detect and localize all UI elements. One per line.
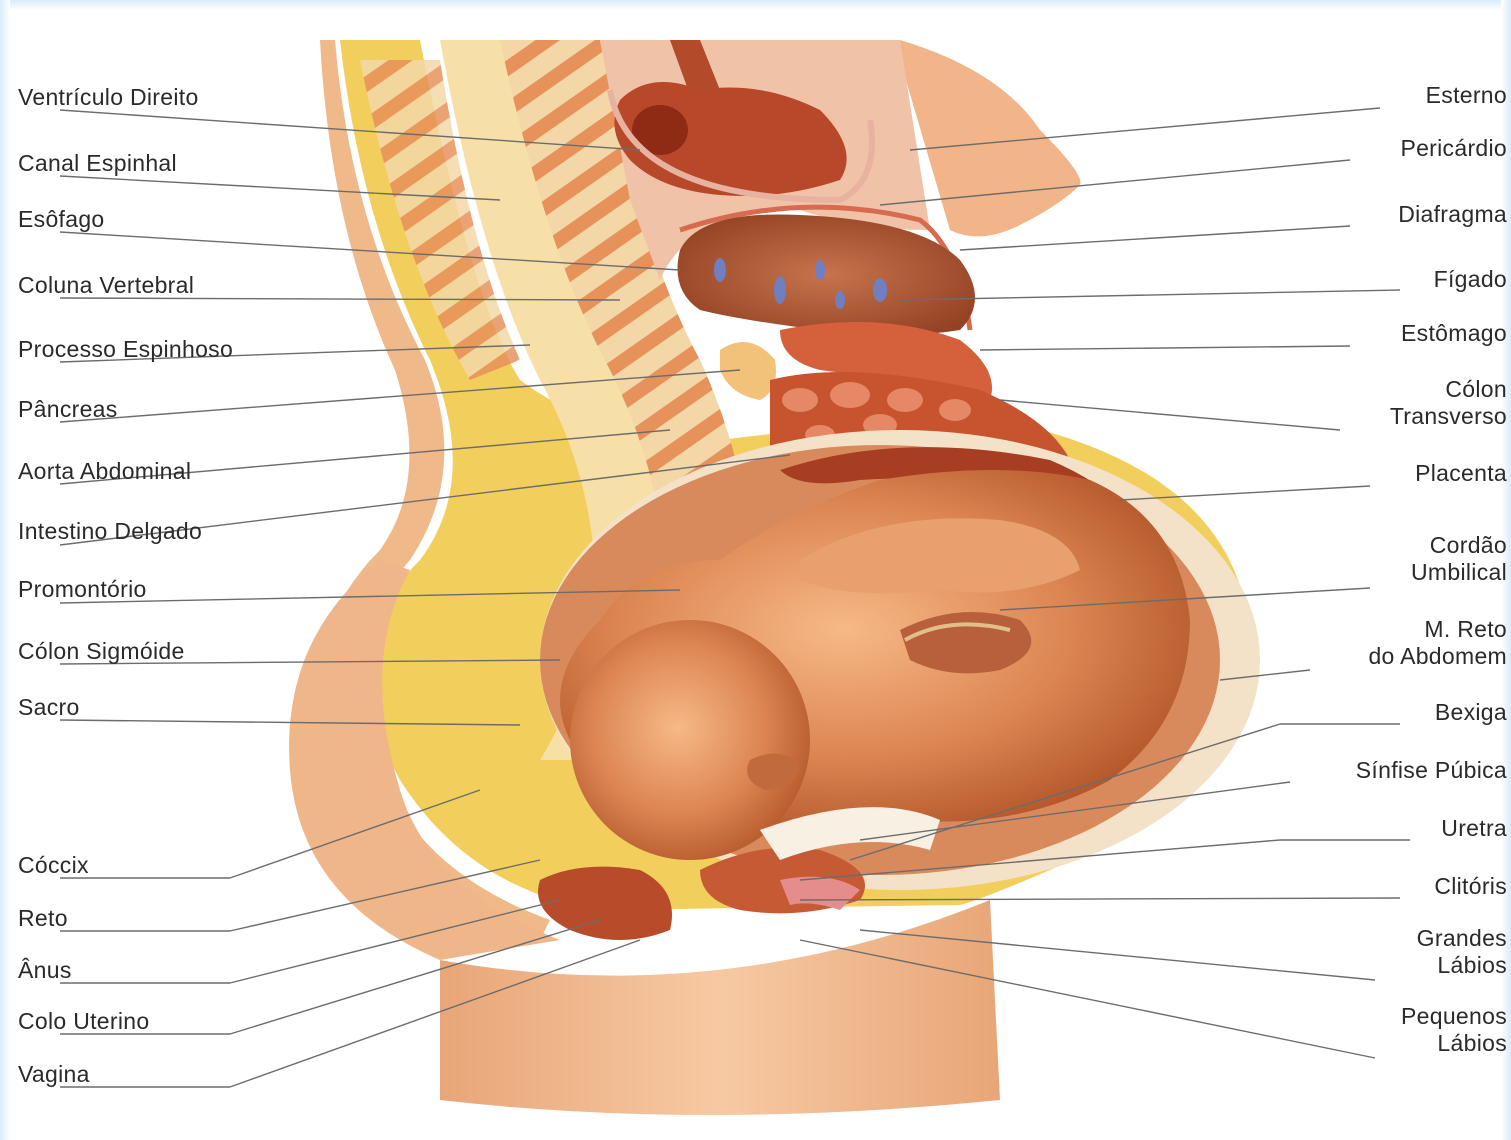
label-coluna-vertebral: Coluna Vertebral: [18, 272, 194, 299]
label-colon-transverso: Cólon Transverso: [1390, 376, 1507, 430]
label-m-reto-abdomem: M. Reto do Abdomem: [1368, 616, 1507, 670]
label-pericardio: Pericárdio: [1400, 135, 1507, 162]
label-sacro: Sacro: [18, 694, 80, 721]
label-processo-espinhoso: Processo Espinhoso: [18, 336, 233, 363]
label-ventriculo-direito: Ventrículo Direito: [18, 84, 199, 111]
label-aorta-abdominal: Aorta Abdominal: [18, 458, 191, 485]
label-uretra: Uretra: [1441, 815, 1507, 842]
label-esofago: Esôfago: [18, 206, 105, 233]
label-grandes-labios: Grandes Lábios: [1417, 925, 1507, 979]
label-cordao-umbilical: Cordão Umbilical: [1411, 532, 1507, 586]
label-vagina: Vagina: [18, 1061, 90, 1088]
breast-shape: [900, 40, 1081, 236]
label-reto: Reto: [18, 905, 68, 932]
label-esterno: Esterno: [1426, 82, 1507, 109]
label-promontorio: Promontório: [18, 576, 147, 603]
rectum: [538, 867, 672, 940]
label-diafragma: Diafragma: [1398, 201, 1507, 228]
label-figado: Fígado: [1434, 266, 1507, 293]
label-sinfise-pubica: Sínfise Púbica: [1356, 757, 1507, 784]
label-pancreas: Pâncreas: [18, 396, 118, 423]
label-colon-sigmoide: Cólon Sigmóide: [18, 638, 185, 665]
label-colo-uterino: Colo Uterino: [18, 1008, 149, 1035]
label-clitoris: Clitóris: [1434, 873, 1507, 900]
label-coccix: Cóccix: [18, 852, 89, 879]
label-canal-espinhal: Canal Espinhal: [18, 150, 177, 177]
fetus-head: [570, 620, 810, 860]
label-estomago: Estômago: [1401, 320, 1507, 347]
label-placenta: Placenta: [1415, 460, 1507, 487]
label-bexiga: Bexiga: [1435, 699, 1507, 726]
label-pequenos-labios: Pequenos Lábios: [1401, 1003, 1507, 1057]
label-anus: Ânus: [18, 957, 72, 984]
label-intestino-delgado: Intestino Delgado: [18, 518, 202, 545]
